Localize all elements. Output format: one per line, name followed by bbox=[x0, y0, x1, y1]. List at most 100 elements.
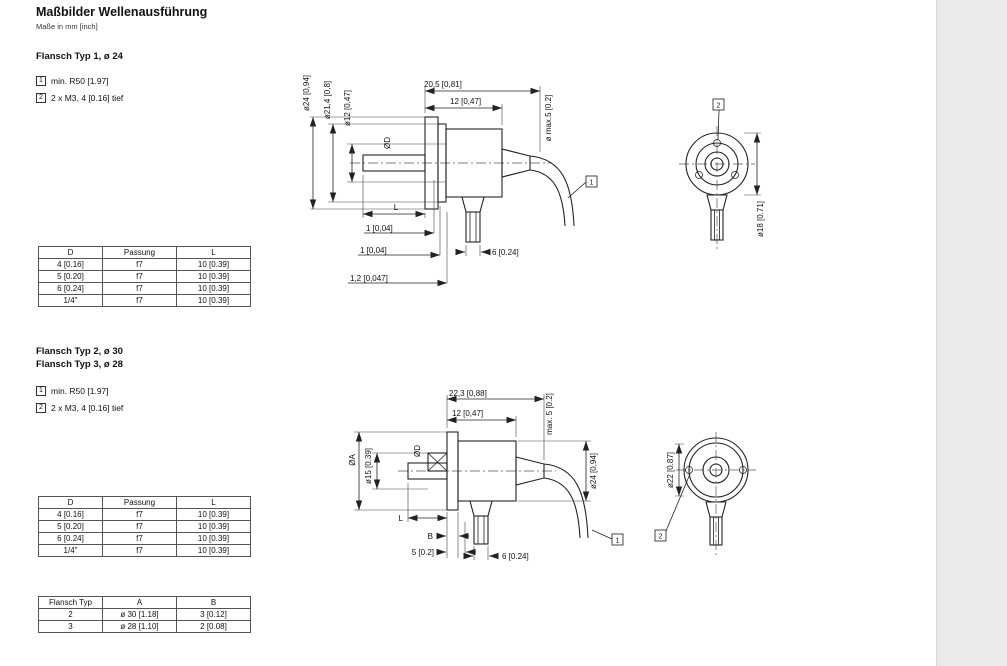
dim-label-depth-body: 12 [0,47] bbox=[452, 409, 483, 418]
table-row: 3 ø 28 [1.10] 2 [0.08] bbox=[38, 620, 251, 633]
dim-label-depth-body: 12 [0,47] bbox=[450, 97, 481, 106]
dim-label-dia22: ø22 [0.87] bbox=[666, 452, 675, 488]
centerlines bbox=[679, 126, 755, 250]
mounting-hole bbox=[739, 466, 747, 474]
connector-detail bbox=[714, 210, 720, 240]
drawing2-side-view bbox=[398, 431, 589, 545]
drawing1-front-view: 2 ø18 [0.71] bbox=[679, 98, 765, 250]
hub-circle bbox=[702, 456, 730, 484]
leader-line bbox=[717, 109, 720, 140]
shaft-circle bbox=[710, 157, 724, 171]
dim-label-dia24: ø24 [0,94] bbox=[589, 453, 598, 489]
note-text: min. R50 [1.97] bbox=[51, 386, 109, 396]
callout-ref-1: 1 bbox=[36, 76, 46, 86]
extension-lines bbox=[465, 245, 481, 256]
cell-l: 10 [0.39] bbox=[176, 544, 251, 557]
dim-label-dia18: ø18 [0.71] bbox=[756, 201, 765, 237]
dim-label-depth-total: 22,3 [0,88] bbox=[449, 389, 487, 398]
units-note: Maße in mm [inch] bbox=[36, 22, 98, 31]
dim-label-collar5: 5 [0.2] bbox=[412, 548, 434, 557]
dim-label-dia-a: ØA bbox=[348, 454, 357, 466]
connector bbox=[473, 515, 489, 545]
mounting-hole bbox=[685, 466, 693, 474]
table-row: 1/4" f7 10 [0.39] bbox=[38, 544, 251, 557]
connector bbox=[710, 209, 724, 241]
callout-ref-2: 2 bbox=[36, 403, 46, 413]
cell-l: 10 [0.39] bbox=[176, 294, 251, 307]
pilot-circle bbox=[688, 442, 744, 498]
table-row: 6 [0.24] f7 10 [0.39] bbox=[38, 532, 251, 545]
connector bbox=[469, 500, 493, 517]
dim-label-step3: 1,2 [0,047] bbox=[350, 274, 388, 283]
connector bbox=[465, 211, 481, 243]
mounting-hole bbox=[731, 171, 739, 179]
callout-2-label: 2 bbox=[717, 103, 721, 110]
callout-ref-2: 2 bbox=[36, 93, 46, 103]
dim-label-step1: 1 [0,04] bbox=[366, 224, 393, 233]
dim-label-conn-width: 6 [0.24] bbox=[492, 248, 519, 257]
cable bbox=[543, 463, 589, 539]
table-row: 1/4" f7 10 [0.39] bbox=[38, 294, 251, 307]
callout-1-label: 1 bbox=[590, 180, 594, 187]
dim-label-shaft-length: L bbox=[394, 203, 399, 212]
note-min-bend-radius: 1 min. R50 [1.97] bbox=[36, 76, 109, 86]
extension-lines bbox=[518, 440, 591, 502]
dim-label-dia12: ø12 [0,47] bbox=[343, 90, 352, 126]
table-row: 4 [0.16] f7 10 [0.39] bbox=[38, 258, 251, 271]
dim-label-dia21-4: ø21,4 [0,8] bbox=[323, 81, 332, 119]
callout-2-label: 2 bbox=[659, 534, 663, 541]
callout-1-box bbox=[585, 175, 598, 188]
flansch-typ-table: Flansch Typ A B 2 ø 30 [1.18] 3 [0.12] 3… bbox=[38, 596, 251, 633]
note-text: min. R50 [1.97] bbox=[51, 76, 109, 86]
dim-label-shaft-dia: ØD bbox=[383, 137, 392, 149]
cable bbox=[543, 477, 581, 539]
hub-circle bbox=[704, 151, 730, 177]
connector bbox=[709, 516, 723, 546]
dim-label-shaft-length: L bbox=[399, 514, 404, 523]
callout-ref-1: 1 bbox=[36, 386, 46, 396]
cell-b: 2 [0.08] bbox=[176, 620, 251, 633]
extension-lines bbox=[354, 431, 447, 511]
note-mounting-holes: 2 2 x M3, 4 [0.16] tief bbox=[36, 93, 123, 103]
clamp-ring-cross bbox=[427, 452, 448, 472]
dim-label-dia15: ø15 [0.39] bbox=[364, 448, 373, 484]
leader-line bbox=[567, 181, 587, 199]
drawing2-front-view: ø22 [0.87] 2 bbox=[654, 432, 756, 556]
leader-line bbox=[591, 529, 613, 540]
section1-heading: Flansch Typ 1, ø 24 bbox=[36, 51, 123, 62]
note-text: 2 x M3, 4 [0.16] tief bbox=[51, 403, 124, 413]
callout-1-label: 1 bbox=[616, 538, 620, 545]
dim-label-shaft-dia: ØD bbox=[413, 445, 422, 457]
extension-lines bbox=[407, 483, 489, 560]
extension-lines bbox=[310, 116, 446, 210]
section2-heading: Flansch Typ 2, ø 30 Flansch Typ 3, ø 28 bbox=[36, 346, 123, 371]
drawing2-dimensions: ØA ø15 [0.39] ØD 22,3 [0,88] 12 [0,47] m… bbox=[348, 389, 624, 561]
dim-label-step2: 1 [0,04] bbox=[360, 246, 387, 255]
note-mounting-holes: 2 2 x M3, 4 [0.16] tief bbox=[36, 403, 123, 413]
centerlines bbox=[676, 432, 756, 556]
mounting-hole bbox=[695, 171, 703, 179]
cable bbox=[529, 155, 575, 227]
connector-detail bbox=[713, 517, 719, 545]
table-row: 6 [0.24] f7 10 [0.39] bbox=[38, 282, 251, 295]
pilot-circle bbox=[695, 142, 739, 186]
shaft-circle bbox=[709, 463, 723, 477]
callout-2-box bbox=[654, 529, 667, 542]
drawing1-dimensions: ø24 [0,94] ø21,4 [0,8] ø12 [0,47] ØD 20,… bbox=[302, 75, 598, 287]
connector bbox=[461, 196, 485, 213]
page-margin-strip bbox=[936, 0, 1007, 666]
dim-label-depth-total: 20,5 [0,81] bbox=[424, 80, 462, 89]
dim-label-dia24: ø24 [0,94] bbox=[302, 75, 311, 111]
shaft-table-typ23: D Passung L 4 [0.16] f7 10 [0.39] 5 [0.2… bbox=[38, 496, 251, 557]
dim-label-cable-dia: max. 5 [0.2] bbox=[545, 393, 554, 435]
section2-heading-line2: Flansch Typ 3, ø 28 bbox=[36, 358, 123, 370]
dim-label-cable-dia: ø max.5 [0.2] bbox=[544, 95, 553, 142]
table-row: 4 [0.16] f7 10 [0.39] bbox=[38, 508, 251, 521]
callout-2-box bbox=[712, 98, 725, 111]
dim-label-conn-width: 6 [0.24] bbox=[502, 552, 529, 561]
page-title: Maßbilder Wellenausführung bbox=[36, 5, 208, 19]
connector-detail bbox=[477, 516, 485, 544]
cable bbox=[529, 169, 566, 227]
